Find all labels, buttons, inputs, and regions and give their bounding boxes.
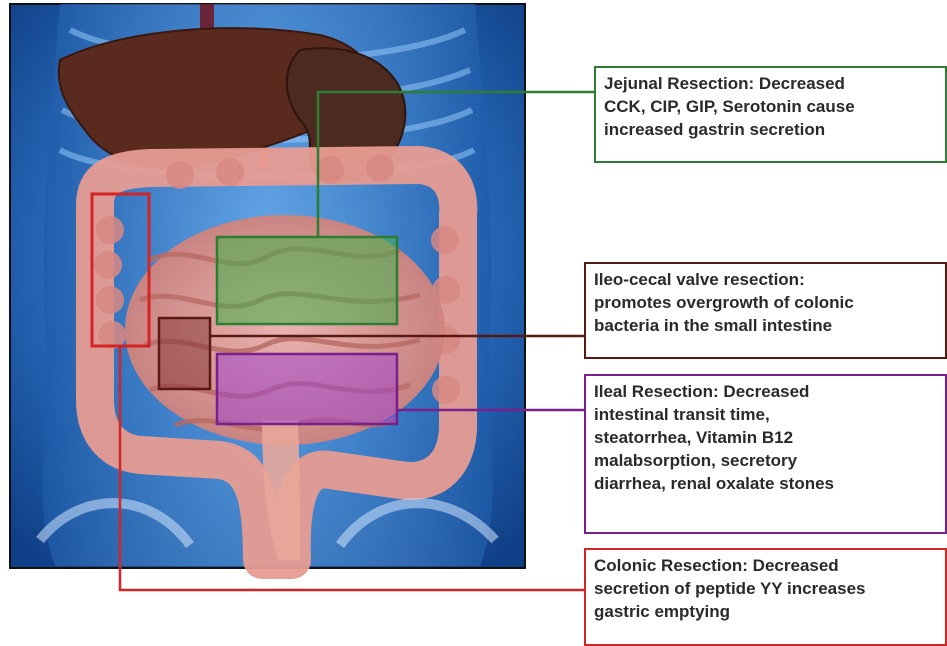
- callout-line: Ileo-cecal valve resection:: [594, 268, 937, 291]
- callout-line: gastric emptying: [594, 600, 937, 623]
- callout-line: steatorrhea, Vitamin B12: [594, 426, 937, 449]
- callout-line: bacteria in the small intestine: [594, 314, 937, 337]
- jejunal-resection-callout: Jejunal Resection: Decreased CCK, CIP, G…: [594, 66, 947, 163]
- callout-line: intestinal transit time,: [594, 403, 937, 426]
- callout-line: Colonic Resection: Decreased: [594, 554, 937, 577]
- ileocecal-resection-callout: Ileo-cecal valve resection: promotes ove…: [584, 262, 947, 359]
- callout-line: Ileal Resection: Decreased: [594, 380, 937, 403]
- ileocecal-region: [159, 318, 210, 389]
- ileal-region: [217, 354, 397, 424]
- callout-line: increased gastrin secretion: [604, 118, 937, 141]
- callout-line: Jejunal Resection: Decreased: [604, 72, 937, 95]
- callout-line: diarrhea, renal oxalate stones: [594, 472, 937, 495]
- jejunal-region: [217, 237, 397, 324]
- callout-line: malabsorption, secretory: [594, 449, 937, 472]
- callout-line: promotes overgrowth of colonic: [594, 291, 937, 314]
- ileal-resection-callout: Ileal Resection: Decreased intestinal tr…: [584, 374, 947, 534]
- colonic-resection-callout: Colonic Resection: Decreased secretion o…: [584, 548, 947, 646]
- callout-line: CCK, CIP, GIP, Serotonin cause: [604, 95, 937, 118]
- callout-line: secretion of peptide YY increases: [594, 577, 937, 600]
